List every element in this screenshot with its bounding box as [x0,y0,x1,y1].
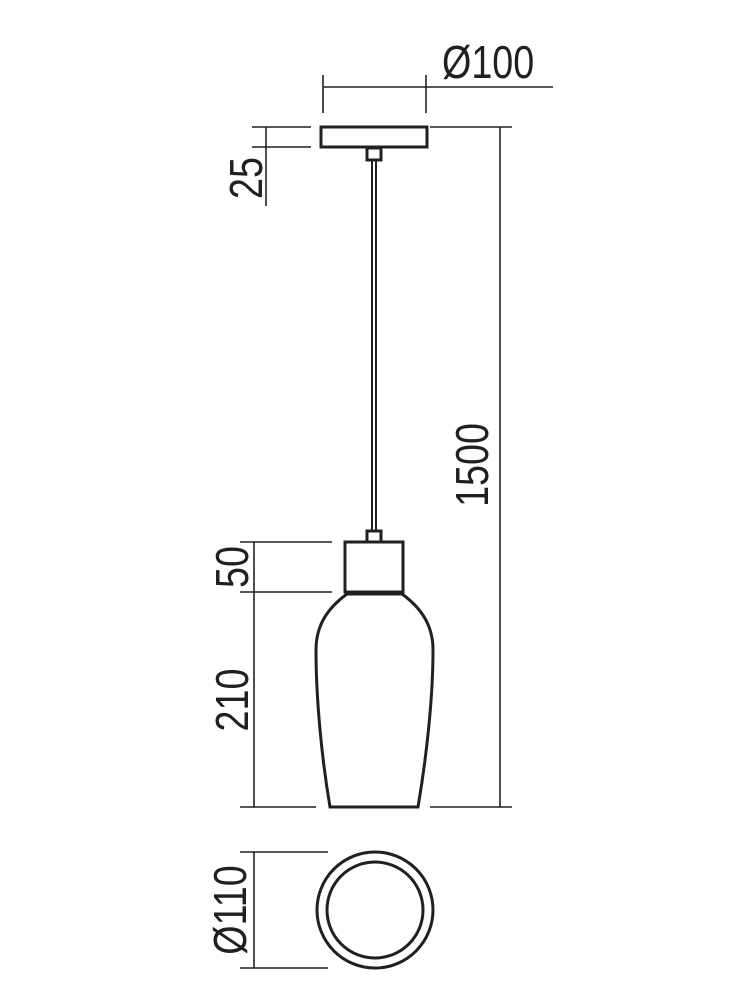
lamp-holder [343,540,405,594]
shade-height-label: 210 [206,669,257,732]
shade-bottom-view [315,850,435,970]
glass-shade [314,592,435,809]
canopy-height-dimension: 25 [220,126,311,206]
ceiling-canopy [319,125,429,149]
canopy-diameter-dimension: Ø100 [322,36,553,113]
cable-grip-bottom [365,529,383,544]
total-height-dimension: 1500 [430,126,512,808]
shade-diameter-label: Ø110 [204,865,255,954]
canopy-diameter-label: Ø100 [442,36,534,87]
canopy-height-label: 25 [220,157,271,199]
holder-shade-dimensions: 50 210 [206,541,332,808]
cable-grip-top [365,146,383,162]
suspension-cable [371,160,377,531]
holder-height-label: 50 [206,546,257,588]
shade-diameter-dimension: Ø110 [204,851,328,969]
total-height-label: 1500 [446,423,497,507]
